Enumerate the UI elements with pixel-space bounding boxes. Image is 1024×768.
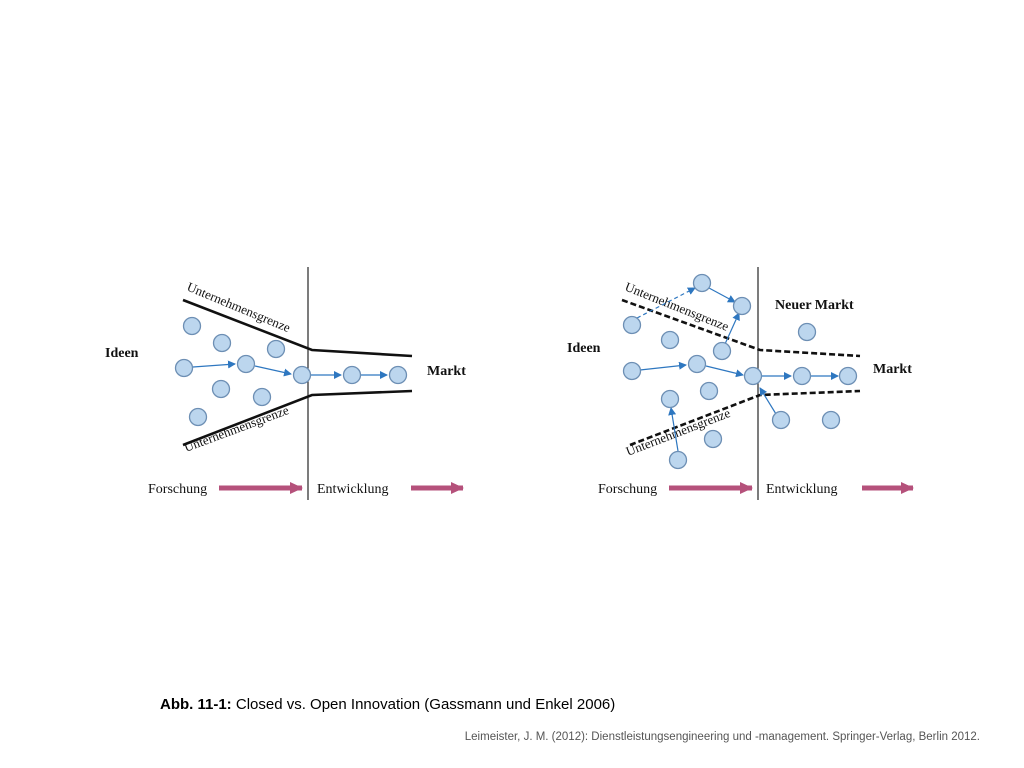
closed-ideas-label: Ideen xyxy=(105,346,139,361)
closed-idea-node xyxy=(388,365,408,385)
source-citation: Leimeister, J. M. (2012): Dienstleistung… xyxy=(464,731,980,743)
closed-idea-node xyxy=(188,407,208,427)
figure-caption-label: Abb. 11-1: xyxy=(160,696,232,713)
innovation-funnel-diagram: Unternehmensgrenze Unternehmensgrenze Id… xyxy=(105,267,914,500)
open-inbound-arrow xyxy=(759,387,777,415)
open-new-market-node xyxy=(797,322,817,342)
open-idea-node xyxy=(732,296,752,316)
open-idea-node xyxy=(687,354,707,374)
open-idea-node xyxy=(712,341,732,361)
open-idea-node xyxy=(699,381,719,401)
figure-caption-text: Closed vs. Open Innovation (Gassmann und… xyxy=(231,696,616,713)
closed-market-label: Markt xyxy=(427,364,466,379)
open-development-label: Entwicklung xyxy=(766,482,838,497)
closed-idea-node xyxy=(252,387,272,407)
closed-idea-node xyxy=(212,333,232,353)
closed-flow-arrow xyxy=(192,360,236,369)
open-idea-node xyxy=(703,429,723,449)
open-idea-node xyxy=(821,410,841,430)
open-outbound-arrow xyxy=(636,287,696,319)
open-flow-arrow xyxy=(639,361,687,371)
open-idea-node xyxy=(771,410,791,430)
open-new-market-label: Neuer Markt xyxy=(775,298,854,313)
open-idea-node xyxy=(838,366,858,386)
closed-research-label: Forschung xyxy=(148,482,207,497)
open-idea-node xyxy=(660,389,680,409)
open-idea-node xyxy=(692,273,712,293)
open-market-label: Markt xyxy=(873,362,912,377)
figure-caption: Abb. 11-1: Closed vs. Open Innovation (G… xyxy=(160,696,615,713)
closed-idea-node xyxy=(342,365,362,385)
closed-development-label: Entwicklung xyxy=(317,482,389,497)
open-flow-arrow xyxy=(705,365,744,378)
open-inbound-arrow xyxy=(668,407,679,452)
open-idea-node xyxy=(622,361,642,381)
open-upper-boundary xyxy=(621,298,861,358)
closed-idea-node xyxy=(211,379,231,399)
open-idea-node xyxy=(668,450,688,470)
open-ideas-label: Ideen xyxy=(567,341,601,356)
open-outbound-arrow xyxy=(708,287,736,303)
open-outbound-arrow xyxy=(724,312,740,345)
open-idea-node xyxy=(660,330,680,350)
closed-idea-node xyxy=(236,354,256,374)
open-research-label: Forschung xyxy=(598,482,657,497)
open-idea-node xyxy=(622,315,642,335)
closed-flow-arrow xyxy=(254,365,292,377)
closed-innovation-panel: Unternehmensgrenze Unternehmensgrenze Id… xyxy=(105,267,466,500)
closed-upper-boundary xyxy=(182,298,413,358)
open-idea-node xyxy=(743,366,763,386)
closed-idea-node xyxy=(292,365,312,385)
closed-idea-node xyxy=(182,316,202,336)
closed-idea-node xyxy=(174,358,194,378)
open-idea-node xyxy=(792,366,812,386)
closed-idea-node xyxy=(266,339,286,359)
closed-lower-boundary xyxy=(182,389,413,447)
open-innovation-panel: Unternehmensgrenze Unternehmensgrenze xyxy=(567,267,914,500)
